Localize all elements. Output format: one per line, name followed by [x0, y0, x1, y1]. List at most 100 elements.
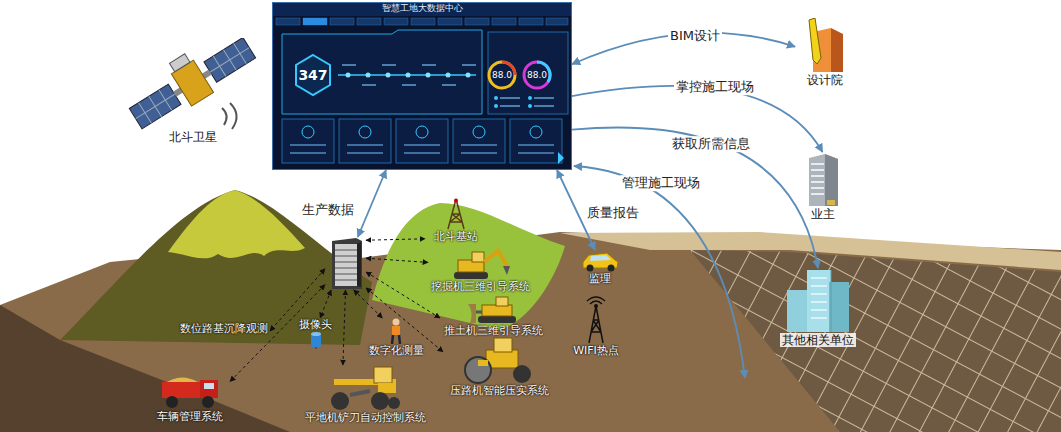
illustration-shape [530, 126, 542, 138]
icon [118, 38, 268, 130]
illustration-shape [282, 30, 482, 114]
illustration-shape [473, 126, 485, 138]
illustration-shape [438, 18, 462, 25]
connector [366, 272, 440, 318]
illustration-shape [346, 73, 471, 78]
illustration-shape [484, 251, 507, 266]
illustration-shape [587, 265, 594, 272]
illustration-shape [402, 84, 416, 86]
illustration-shape [783, 268, 853, 333]
illustration-shape [500, 97, 520, 99]
illustration-shape [290, 144, 554, 154]
monitor-label: 数位路基沉降观测 [178, 322, 270, 340]
illustration-shape [482, 305, 512, 316]
edge-label: BIM设计 [668, 28, 722, 44]
illustration-shape [0, 305, 290, 432]
survey-worker: 数字化测量 [362, 318, 430, 360]
illustration-shape [589, 306, 603, 343]
illustration-shape [831, 28, 843, 72]
building-icon: 业主 [800, 152, 845, 230]
illustration-shape [160, 370, 220, 410]
illustration-shape [222, 103, 237, 129]
illustration-shape [442, 84, 456, 86]
illustration-shape [392, 335, 400, 344]
illustration-shape [204, 38, 256, 82]
illustration-shape [510, 119, 562, 163]
illustration-shape [488, 32, 568, 114]
illustration-shape [534, 97, 554, 99]
connector [358, 170, 386, 237]
illustration-shape [416, 126, 428, 138]
building-icon: 其他相关单位 [776, 268, 860, 358]
illustration-shape [594, 304, 598, 308]
illustration-shape [362, 84, 376, 86]
server-icon [325, 237, 366, 290]
illustration-shape [357, 242, 361, 287]
illustration-shape [581, 250, 619, 272]
illustration-shape [404, 152, 440, 154]
illustration-shape [500, 105, 520, 107]
illustration-shape [330, 18, 354, 25]
illustration-shape [465, 357, 491, 383]
node-label: 监理 [589, 272, 611, 285]
illustration-shape [339, 119, 391, 163]
illustration-shape [330, 365, 400, 411]
icon [272, 2, 572, 170]
illustration-shape [464, 336, 534, 384]
edge-label: 质量报告 [585, 205, 641, 221]
illustration-shape [200, 380, 218, 398]
gauge-value: 88.0 [527, 70, 547, 81]
node-label: 业主 [811, 207, 835, 221]
illustration-shape [472, 252, 484, 262]
edge-label: 掌控施工现场 [674, 79, 756, 95]
illustration-shape [489, 62, 515, 88]
illustration-shape [372, 203, 565, 330]
illustration-shape [494, 104, 498, 108]
dashboard-screen: 智慧工地大数据中心 [272, 2, 572, 170]
illustration-shape [450, 248, 510, 280]
illustration-shape [276, 18, 300, 25]
illustration-shape [494, 338, 512, 352]
node-label: 挖掘机三维引导系统 [431, 280, 530, 293]
icon [464, 336, 534, 384]
machine-system: 平地机铲刀自动控制系统 [300, 365, 430, 428]
illustration-shape [303, 18, 327, 25]
node-label: 摄像头 [299, 318, 332, 331]
wifi-tower: WIFI热点 [565, 296, 627, 364]
illustration-shape [309, 331, 323, 349]
illustration-shape [518, 152, 554, 154]
illustration-shape [608, 265, 615, 272]
illustration-shape [805, 18, 845, 73]
illustration-shape [315, 347, 316, 349]
illustration-shape [302, 126, 542, 138]
illustration-shape [825, 154, 838, 206]
illustration-shape [503, 266, 510, 275]
illustration-shape [809, 18, 821, 64]
illustration-shape [445, 198, 467, 230]
illustration-shape [465, 18, 489, 25]
illustration-shape [494, 96, 498, 100]
node-label: 平地机铲刀自动控制系统 [305, 411, 426, 424]
illustration-shape [809, 154, 838, 206]
illustration-shape [496, 297, 508, 306]
illustration-shape [528, 104, 532, 108]
icon [330, 365, 400, 411]
illustration-shape [546, 18, 568, 25]
illustration-shape [404, 144, 440, 146]
satellite-icon: 北斗卫星 [115, 38, 271, 150]
illustration-shape [342, 64, 356, 66]
illustration-shape [500, 97, 554, 107]
illustration-shape [328, 237, 363, 290]
illustration-shape [807, 270, 831, 332]
node-label: 数字化测量 [369, 344, 424, 357]
illustration-shape [311, 332, 321, 336]
illustration-shape [282, 119, 334, 163]
illustration-shape [453, 119, 505, 163]
connector [366, 239, 425, 240]
icon [805, 152, 840, 207]
connector [354, 290, 383, 318]
illustration-shape [378, 383, 396, 393]
machine-system: 挖掘机三维引导系统 [428, 248, 532, 296]
illustration-shape [558, 152, 564, 164]
